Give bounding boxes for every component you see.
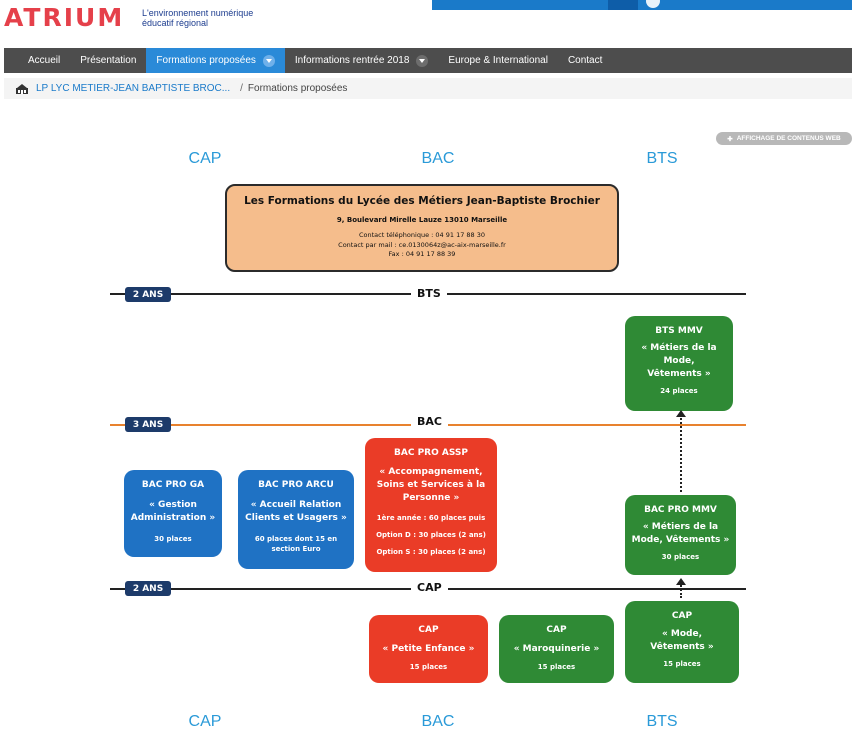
card-places: 15 places	[663, 660, 701, 668]
chevron-down-icon[interactable]	[416, 54, 429, 67]
arrow-head-icon	[676, 578, 686, 585]
nav-item-europe[interactable]: Europe & International	[448, 55, 548, 66]
atrium-logo[interactable]: ATRIUM	[4, 3, 125, 32]
card-title: BAC PRO GA	[141, 480, 205, 490]
main-nav: Accueil Présentation Formations proposée…	[4, 48, 852, 73]
card-title: CAP	[546, 625, 567, 635]
cap-maroquinerie-card[interactable]: CAP « Maroquinerie » 15 places	[499, 615, 614, 683]
card-desc: « Accompagnement,	[379, 467, 483, 477]
bac-level-label: BAC	[411, 415, 448, 428]
bac-pro-arcu-card[interactable]: BAC PRO ARCU « Accueil Relation Clients …	[238, 470, 354, 569]
nav-item-contact[interactable]: Contact	[567, 55, 603, 66]
card-title: BAC PRO ASSP	[394, 448, 468, 458]
info-phone: Contact téléphonique : 04 91 17 88 30	[358, 231, 486, 239]
cap-petite-enfance-card[interactable]: CAP « Petite Enfance » 15 places	[369, 615, 488, 683]
badge-label: AFFICHAGE DE CONTENUS WEB	[736, 135, 841, 142]
card-desc: « Gestion	[149, 500, 197, 510]
toolbar-button[interactable]	[608, 0, 638, 10]
info-mail: Contact par mail : ce.0130064z@ac-aix-ma…	[338, 240, 506, 249]
nav-item-accueil[interactable]: Accueil	[28, 55, 61, 66]
card-desc: Mode, Vêtements »	[631, 535, 730, 545]
column-header-cap: CAP	[188, 150, 222, 167]
plus-icon: ✚	[727, 135, 733, 143]
card-desc: Vêtements »	[650, 642, 714, 652]
card-first-year: 1ère année : 60 places puis	[376, 514, 486, 522]
card-desc: Mode,	[663, 356, 695, 366]
card-desc: Vêtements »	[647, 369, 711, 379]
card-title: BAC PRO ARCU	[258, 480, 334, 490]
bac-duration-pill: 3 ANS	[125, 417, 171, 432]
card-places: section Euro	[271, 545, 321, 553]
progression-arrow	[680, 582, 682, 598]
card-places: 30 places	[154, 535, 192, 543]
info-address: 9, Boulevard Mirelle Lauze 13010 Marseil…	[336, 216, 508, 224]
card-desc: « Métiers de la	[641, 343, 717, 353]
card-places: 15 places	[537, 663, 576, 671]
school-icon	[16, 83, 28, 94]
nav-item-presentation[interactable]: Présentation	[80, 55, 137, 66]
chevron-down-icon[interactable]	[262, 54, 275, 67]
top-toolbar	[432, 0, 852, 10]
card-title: CAP	[418, 625, 439, 635]
card-desc: « Maroquinerie »	[513, 644, 600, 654]
nav-item-formations[interactable]: Formations proposées	[146, 48, 285, 73]
card-desc: Administration »	[130, 513, 216, 523]
tagline-line-1: L'environnement numérique	[142, 8, 254, 18]
logo-tagline: L'environnement numérique éducatif régio…	[142, 8, 253, 28]
card-places: 24 places	[660, 387, 698, 395]
bts-duration-pill: 2 ANS	[125, 287, 171, 302]
info-title: Les Formations du Lycée des Métiers Jean…	[244, 195, 600, 207]
card-title: CAP	[671, 611, 693, 621]
cap-level-label: CAP	[411, 581, 448, 594]
column-header-bts: BTS	[646, 150, 678, 167]
breadcrumb-separator: /	[240, 83, 243, 94]
card-option-d: Option D : 30 places (2 ans)	[376, 531, 486, 539]
nav-item-label: Formations proposées	[156, 55, 256, 66]
column-header-bac: BAC	[421, 150, 455, 167]
cap-duration-pill: 2 ANS	[125, 581, 171, 596]
card-desc: « Mode,	[661, 629, 703, 639]
card-desc: « Métiers de la	[642, 522, 719, 532]
card-desc: Personne »	[402, 493, 460, 503]
card-desc: Clients et Usagers »	[245, 513, 347, 523]
tagline-line-2: éducatif régional	[142, 18, 209, 28]
web-content-badge[interactable]: ✚ AFFICHAGE DE CONTENUS WEB	[716, 132, 852, 145]
column-footer-cap: CAP	[188, 713, 222, 730]
arrow-head-icon	[676, 410, 686, 417]
card-places: 30 places	[661, 553, 700, 561]
breadcrumb: LP LYC METIER-JEAN BAPTISTE BROC... / Fo…	[4, 78, 852, 99]
bac-pro-ga-card[interactable]: BAC PRO GA « Gestion Administration » 30…	[124, 470, 222, 557]
card-title: BTS MMV	[655, 326, 703, 336]
column-footer-bts: BTS	[646, 713, 678, 730]
nav-item-informations[interactable]: Informations rentrée 2018	[285, 48, 439, 73]
column-footer-bac: BAC	[421, 713, 455, 730]
card-title: BAC PRO MMV	[644, 505, 717, 515]
card-places: 15 places	[409, 663, 448, 671]
card-places: 60 places dont 15 en	[254, 535, 338, 543]
school-info-box: Les Formations du Lycée des Métiers Jean…	[225, 184, 619, 272]
cap-mode-vetements-card[interactable]: CAP « Mode, Vêtements » 15 places	[625, 601, 739, 683]
card-desc: Soins et Services à la	[376, 480, 486, 490]
card-desc: « Accueil Relation	[250, 500, 342, 510]
breadcrumb-school-link[interactable]: LP LYC METIER-JEAN BAPTISTE BROC...	[36, 83, 231, 94]
info-fax: Fax : 04 91 17 88 39	[388, 250, 456, 258]
breadcrumb-current: Formations proposées	[247, 83, 348, 94]
bac-pro-mmv-card[interactable]: BAC PRO MMV « Métiers de la Mode, Vêteme…	[625, 495, 736, 575]
user-icon[interactable]	[646, 0, 660, 8]
bts-level-label: BTS	[411, 287, 447, 300]
nav-item-label: Informations rentrée 2018	[294, 55, 410, 66]
card-desc: « Petite Enfance »	[382, 644, 475, 654]
bts-mmv-card[interactable]: BTS MMV « Métiers de la Mode, Vêtements …	[625, 316, 733, 411]
progression-arrow	[680, 414, 682, 492]
card-option-s: Option S : 30 places (2 ans)	[376, 548, 486, 556]
bac-pro-assp-card[interactable]: BAC PRO ASSP « Accompagnement, Soins et …	[365, 438, 497, 572]
